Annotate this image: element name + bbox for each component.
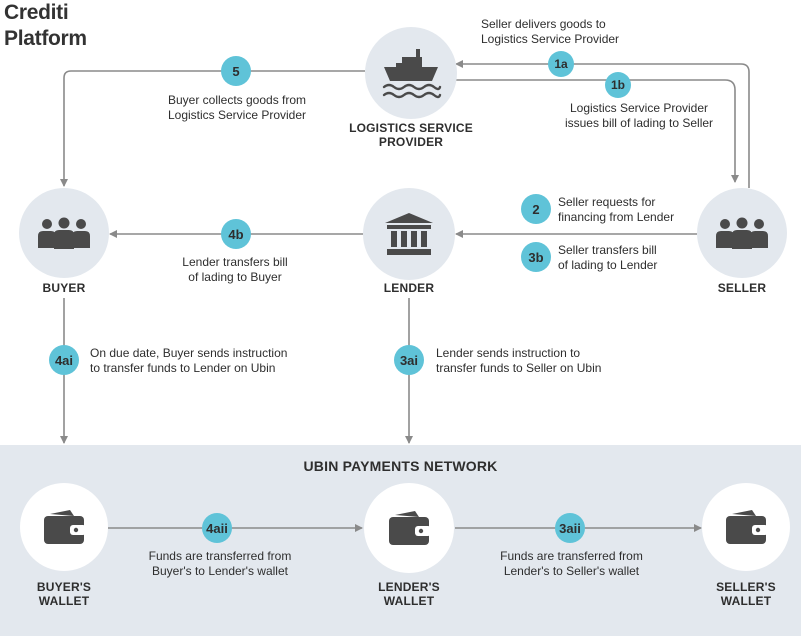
ship-icon (382, 49, 442, 99)
step-2-badge: 2 (521, 194, 551, 224)
wallet-icon (389, 511, 431, 545)
wallet-icon (726, 510, 768, 544)
step-5-text: Buyer collects goods from Logistics Serv… (167, 93, 307, 122)
arrow-1b (456, 79, 739, 183)
step-3aii-text: Funds are transferred from Lender's to S… (500, 549, 643, 578)
step-1b-badge: 1b (605, 72, 631, 98)
lender-wallet-label: LENDER'S WALLET (378, 580, 440, 608)
step-3aii-badge: 3aii (555, 513, 585, 543)
buyer-wallet-label: BUYER'S WALLET (36, 580, 92, 608)
lender-wallet-node (364, 483, 454, 573)
network-title: UBIN PAYMENTS NETWORK (303, 458, 498, 474)
wallet-icon (44, 510, 86, 544)
step-3b-badge: 3b (521, 242, 551, 272)
step-4ai-badge: 4ai (49, 345, 79, 375)
step-4aii-text: Funds are transferred from Buyer's to Le… (148, 549, 292, 578)
platform-title: Crediti Platform (4, 1, 87, 50)
buyer-node (19, 188, 109, 278)
logistics-node (365, 27, 457, 119)
lender-node (363, 188, 455, 280)
people-icon (38, 217, 90, 249)
step-4b-badge: 4b (221, 219, 251, 249)
step-3ai-text: Lender sends instruction to transfer fun… (436, 346, 602, 375)
seller-wallet-node (702, 483, 790, 571)
step-4ai-text: On due date, Buyer sends instruction to … (90, 346, 288, 375)
lender-label: LENDER (383, 281, 435, 295)
logistics-label: LOGISTICS SERVICE PROVIDER (349, 121, 473, 149)
step-1a-text: Seller delivers goods to Logistics Servi… (481, 17, 620, 46)
step-4b-text: Lender transfers bill of lading to Buyer (182, 255, 288, 284)
buyer-wallet-node (20, 483, 108, 571)
seller-wallet-label: SELLER'S WALLET (716, 580, 776, 608)
step-4aii-badge: 4aii (202, 513, 232, 543)
bank-icon (385, 213, 433, 255)
buyer-label: BUYER (42, 281, 86, 295)
arrow-5 (60, 70, 365, 187)
step-5-badge: 5 (221, 56, 251, 86)
step-1a-badge: 1a (548, 51, 574, 77)
step-1b-text: Logistics Service Provider issues bill o… (564, 101, 714, 130)
seller-node (697, 188, 787, 278)
seller-label: SELLER (717, 281, 767, 295)
arrow-1a (455, 60, 750, 188)
people-icon (716, 217, 768, 249)
step-3ai-badge: 3ai (394, 345, 424, 375)
step-3b-text: Seller transfers bill of lading to Lende… (558, 243, 658, 272)
step-2-text: Seller requests for financing from Lende… (558, 195, 675, 224)
